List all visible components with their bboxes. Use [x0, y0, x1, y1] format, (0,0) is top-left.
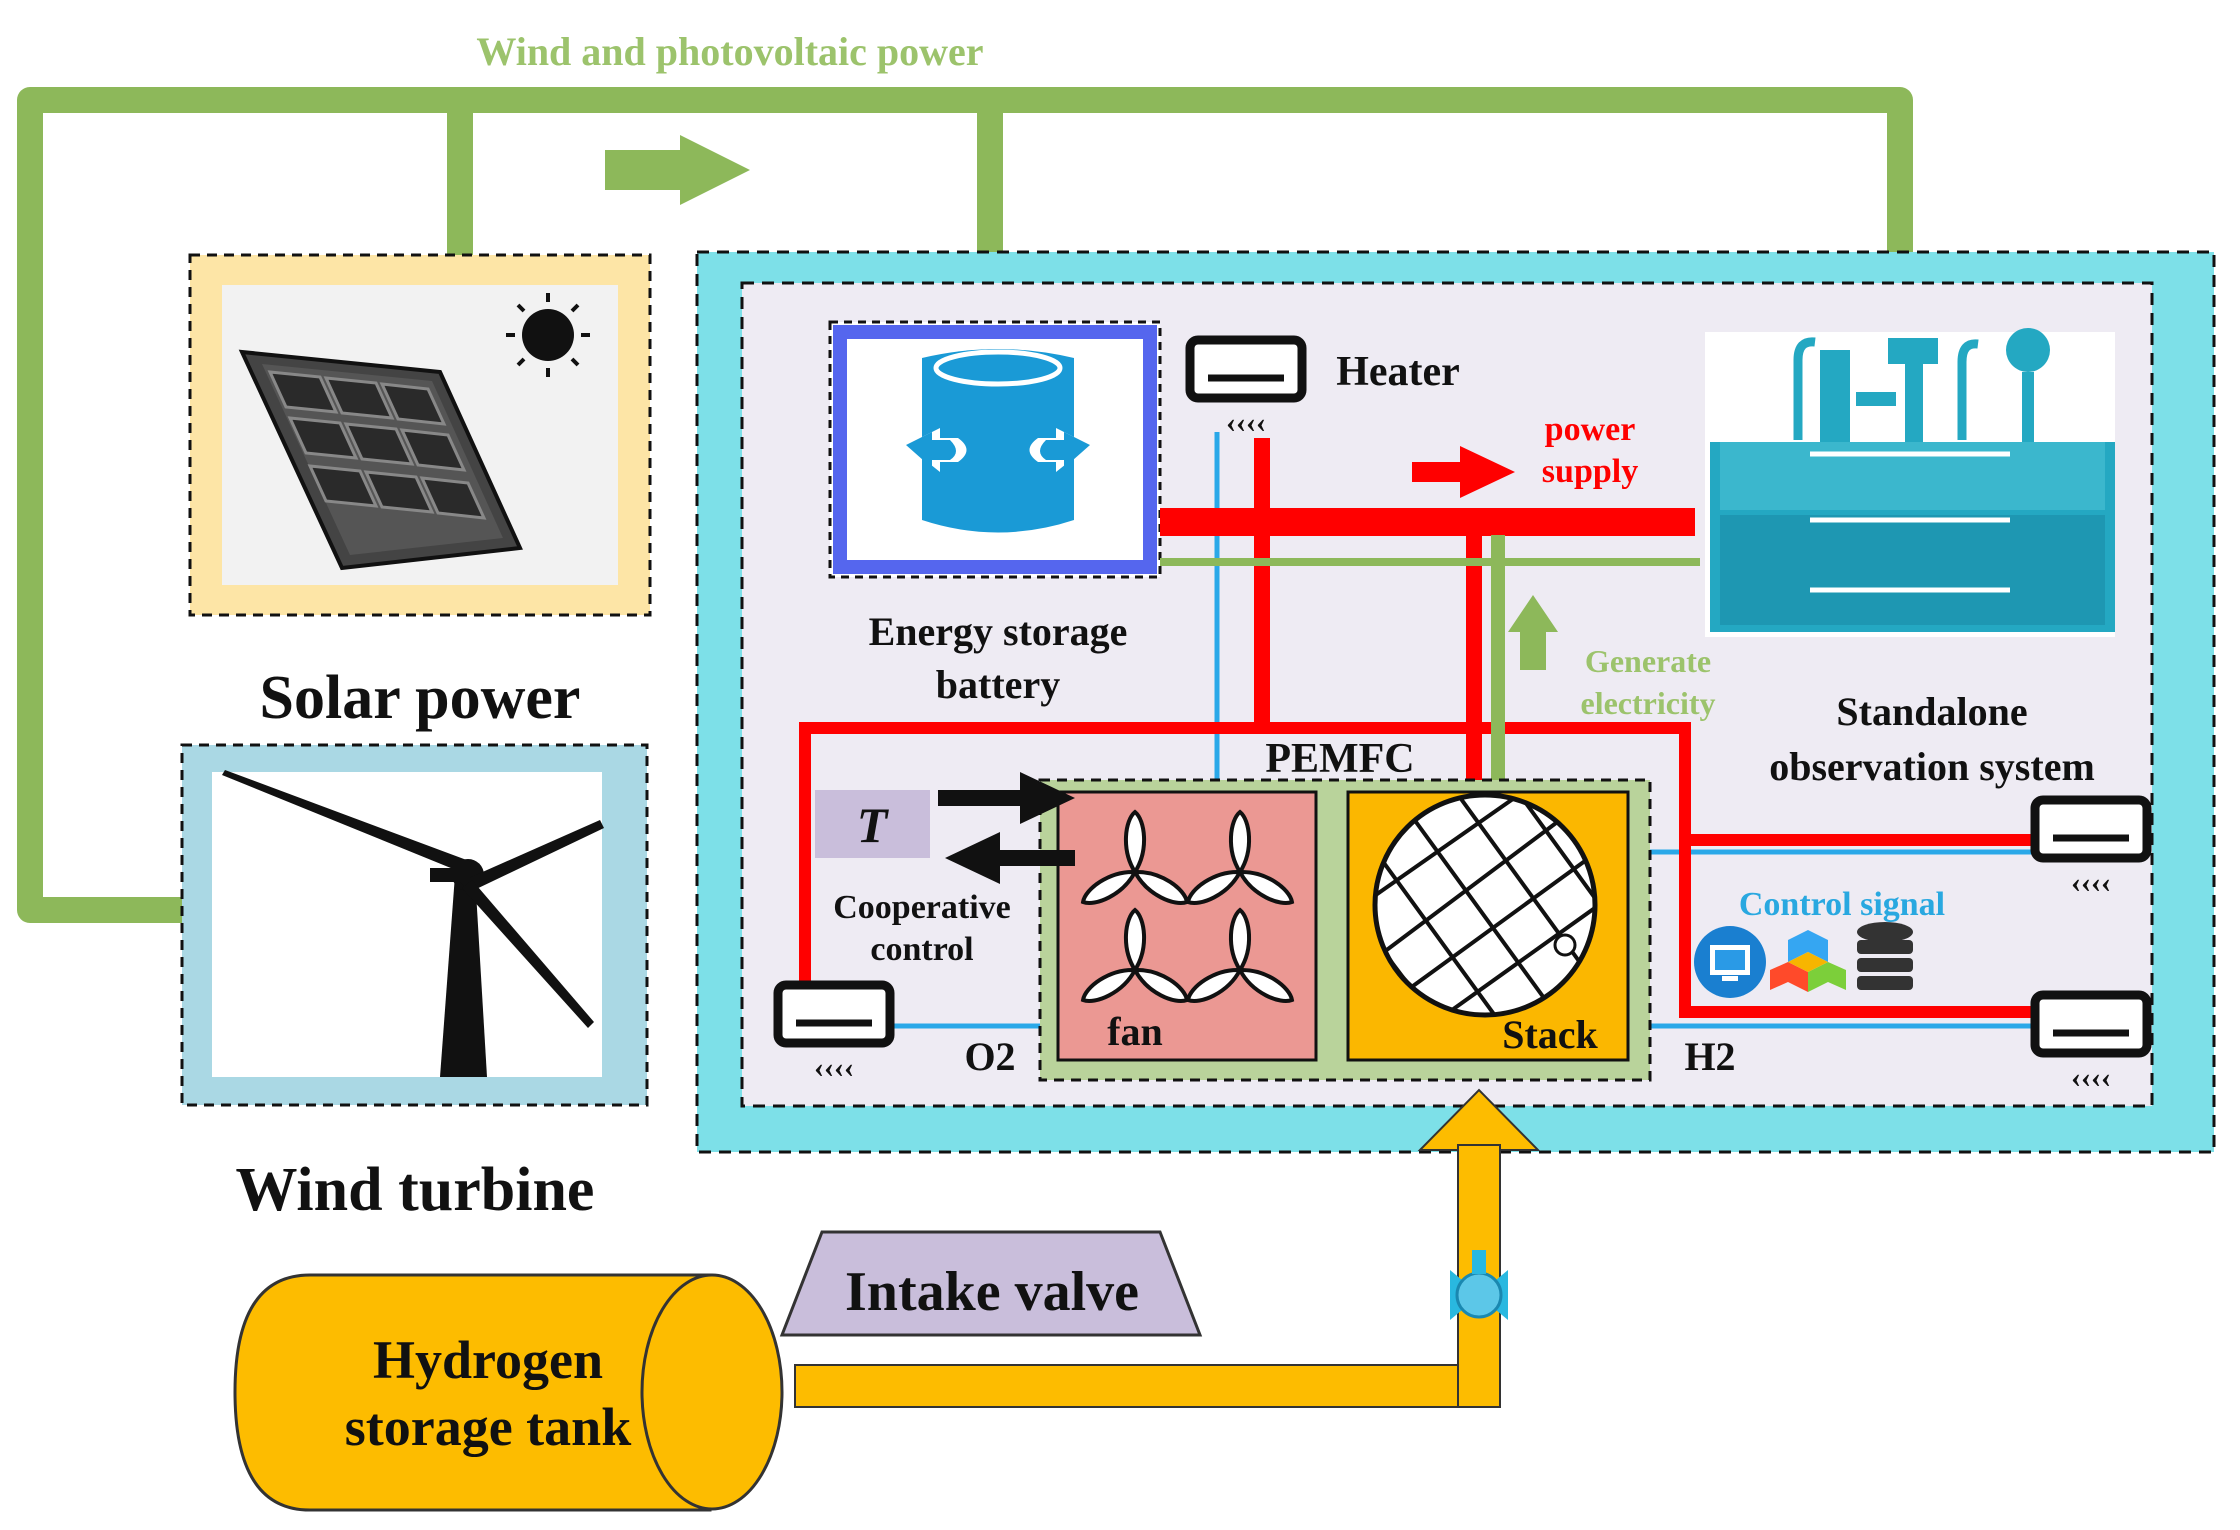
cooperative-control-arrows [938, 772, 1075, 884]
stack-label: Stack [1502, 1012, 1598, 1057]
cooperative-label-2: control [870, 931, 973, 968]
fan-label: fan [1107, 1009, 1163, 1054]
cubes-icon [1770, 930, 1846, 992]
blue-signal-wires [860, 432, 2045, 1029]
o2-label: O2 [964, 1034, 1015, 1079]
t-symbol-box [815, 790, 930, 858]
energy-storage-battery [828, 320, 1162, 579]
t-symbol: T [857, 797, 890, 853]
standalone-label-2: observation system [1769, 744, 2095, 789]
generate-label-1: Generate [1585, 643, 1711, 679]
green-generate-wires [1160, 535, 1700, 780]
h2-label: H2 [1684, 1034, 1735, 1079]
monitor-icon [1694, 926, 1766, 998]
power-supply-arrow [1412, 446, 1515, 498]
energy-storage-label-2: battery [936, 662, 1060, 707]
battery-icon [906, 349, 1090, 533]
wind-turbine-label: Wind turbine [236, 1156, 595, 1224]
stack-grid-icon [1372, 792, 1598, 1018]
cooperative-label-1: Cooperative [833, 889, 1011, 926]
intake-valve-box [779, 1230, 1203, 1337]
pemfc-label: PEMFC [1265, 736, 1414, 782]
observation-station-icon [1705, 328, 2115, 637]
solar-panel-icon [238, 349, 523, 571]
valve-icon [1450, 1250, 1508, 1320]
solar-power-label: Solar power [260, 664, 581, 732]
power-supply-label-2: supply [1542, 453, 1638, 490]
wind-turbine-icon [222, 770, 604, 1077]
intake-valve-label: Intake valve [845, 1261, 1139, 1323]
wind-turbine-box [180, 743, 649, 1107]
generate-label-2: electricity [1581, 685, 1716, 721]
standalone-label-1: Standalone [1836, 689, 2027, 734]
hydrogen-storage-tank [233, 1273, 784, 1512]
sun-icon [506, 293, 590, 377]
hydrogen-pipe [794, 1088, 1541, 1408]
tank-label-2: storage tank [345, 1397, 631, 1457]
heater-label: Heater [1336, 349, 1460, 395]
generate-arrow [1508, 595, 1558, 670]
energy-storage-label-1: Energy storage [869, 609, 1128, 654]
control-signal-label: Control signal [1739, 886, 1945, 923]
tank-label-1: Hydrogen [373, 1330, 603, 1390]
solar-power-box [188, 253, 652, 617]
power-direction-arrow [605, 135, 750, 205]
power-supply-label-1: power [1545, 411, 1636, 448]
red-power-wires [799, 438, 2050, 1018]
wind-pv-power-label: Wind and photovoltaic power [476, 29, 983, 74]
database-icon [1857, 922, 1913, 990]
